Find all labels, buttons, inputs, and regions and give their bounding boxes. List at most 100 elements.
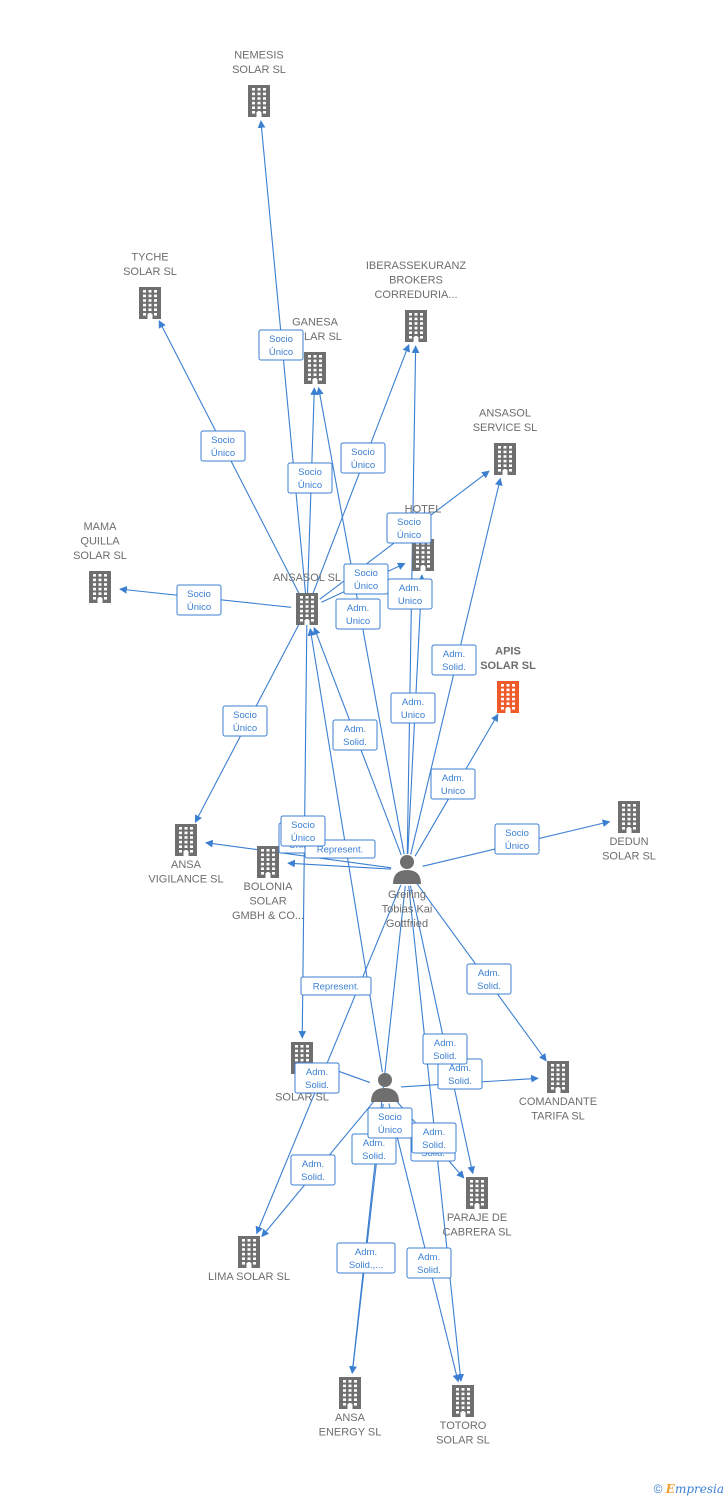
company-node-ansa_vigilance[interactable]: ANSA VIGILANCE SL xyxy=(148,824,224,886)
edge-label-text: Socio xyxy=(233,710,257,721)
company-node-lima[interactable]: LIMA SOLAR SL xyxy=(208,1236,290,1283)
edge-label-text: Solid. xyxy=(442,662,466,673)
edge-label-box xyxy=(466,963,512,995)
building-icon xyxy=(238,1236,260,1268)
node-label-line: MAMA xyxy=(84,521,118,533)
copyright-symbol: © xyxy=(653,1482,663,1496)
edge-label-text: Socio xyxy=(505,828,529,839)
edge-label-text: Único xyxy=(378,1125,402,1136)
company-node-iberassekuranz[interactable]: IBERASSEKURANZBROKERSCORREDURIA... xyxy=(366,260,467,342)
edge-label-greiling-to-ansasol[interactable]: Adm.Solid. xyxy=(332,719,378,751)
edge-label-box xyxy=(494,823,540,855)
edge-label-text: Solid.,... xyxy=(349,1260,383,1271)
edge-label-greiling-to-ansa_energy[interactable]: Adm. Solid.,... xyxy=(336,1242,396,1274)
edges-layer xyxy=(119,120,611,1383)
edge-label-greiling-to-lima[interactable]: Adm.Solid. xyxy=(290,1154,336,1186)
edge-label-text: Único xyxy=(269,347,293,358)
edge-label-text: Único xyxy=(354,581,378,592)
building-icon xyxy=(494,443,516,475)
edge-label-greiling-to-ansasol_service[interactable]: Adm.Solid. xyxy=(431,644,477,676)
edge-label-box xyxy=(387,578,433,610)
edge-label-greiling-to-apis[interactable]: Adm. Unico xyxy=(430,768,476,800)
edge-label-box xyxy=(336,1242,396,1274)
edge-label-greiling-to-hotel[interactable]: Adm. Unico xyxy=(387,578,433,610)
node-label-line: SOLAR SL xyxy=(73,550,127,562)
edge-label-box xyxy=(343,563,389,595)
node-label-line: SOLAR xyxy=(249,896,286,908)
node-label-line: ANSA xyxy=(171,859,202,871)
edge-label-text: Único xyxy=(291,833,315,844)
building-icon xyxy=(466,1177,488,1209)
edge-label-text: Solid. xyxy=(422,1140,446,1151)
node-label-line: VIGILANCE SL xyxy=(148,874,223,886)
company-node-mama_quilla[interactable]: MAMA QUILLA SOLAR SL xyxy=(73,521,127,603)
edge-label-text: Unico xyxy=(441,786,465,797)
edge-label-person2-to-lima[interactable]: Adm.Solid. xyxy=(351,1133,397,1165)
edge-label-person2-to-totoro[interactable]: Adm.Solid. xyxy=(406,1247,452,1279)
edge-label-text: Unico xyxy=(398,596,422,607)
edge-label-greiling-to-ganesa[interactable]: Adm.Unico xyxy=(335,598,381,630)
company-node-apis[interactable]: APIS SOLAR SL xyxy=(480,646,536,714)
edge-label-box xyxy=(290,1154,336,1186)
node-label-line: SOLAR SL xyxy=(602,851,656,863)
edge-label-box xyxy=(422,1033,468,1065)
building-icon xyxy=(412,539,434,571)
edge-label-person2-to-paraje[interactable]: Adm.Solid. xyxy=(411,1122,457,1154)
node-label-line: SOLAR SL xyxy=(480,660,536,672)
edge-label-person2-to-ansasol[interactable]: Represent. xyxy=(300,976,372,996)
edge-label-person2-to-comandante[interactable]: Adm.Solid. xyxy=(422,1033,468,1065)
building-icon xyxy=(296,593,318,625)
node-label-line: QUILLA xyxy=(80,536,120,548)
edge-label-greiling-to-iberassekuranz[interactable]: Adm.Unico xyxy=(390,692,436,724)
building-icon xyxy=(139,287,161,319)
node-label-line: COMANDANTE xyxy=(519,1096,597,1108)
company-node-ansasol[interactable]: ANSASOL SL xyxy=(273,572,341,625)
edge-label-text: Adm. xyxy=(344,724,366,735)
edge-label-text: Socio xyxy=(211,435,235,446)
edge-label-text: Adm. xyxy=(306,1067,328,1078)
node-label-line: ANSASOL xyxy=(479,408,531,420)
node-label-line: APIS xyxy=(495,646,521,658)
edge-label-text: Adm. xyxy=(399,583,421,594)
edge-label-person2-to-el_solar[interactable]: Adm.Solid. xyxy=(294,1062,340,1094)
edge-label-greiling-to-paraje[interactable]: Adm.Solid. xyxy=(437,1058,483,1090)
edge-label-text: Adm. xyxy=(434,1038,456,1049)
edge-label-text: Único xyxy=(233,723,257,734)
edge-greiling-to-lima xyxy=(255,884,402,1235)
edge-greiling-to-paraje xyxy=(409,885,476,1175)
footer-brand[interactable]: © Empresia xyxy=(654,1482,724,1496)
node-label-line: SOLAR SL xyxy=(436,1435,490,1447)
edge-label-greiling-to-comandante[interactable]: Adm.Solid. xyxy=(466,963,512,995)
edge-label-text: Adm. xyxy=(302,1159,324,1170)
node-label-line: CORREDURIA... xyxy=(374,289,457,301)
node-label-line: SOLAR SL xyxy=(275,1092,329,1104)
edge-label-box xyxy=(280,815,326,847)
edge-label-text: Adm. xyxy=(442,773,464,784)
building-icon xyxy=(257,846,279,878)
edge-label-text: Adm. xyxy=(355,1247,377,1258)
edge-label-box xyxy=(200,430,246,462)
